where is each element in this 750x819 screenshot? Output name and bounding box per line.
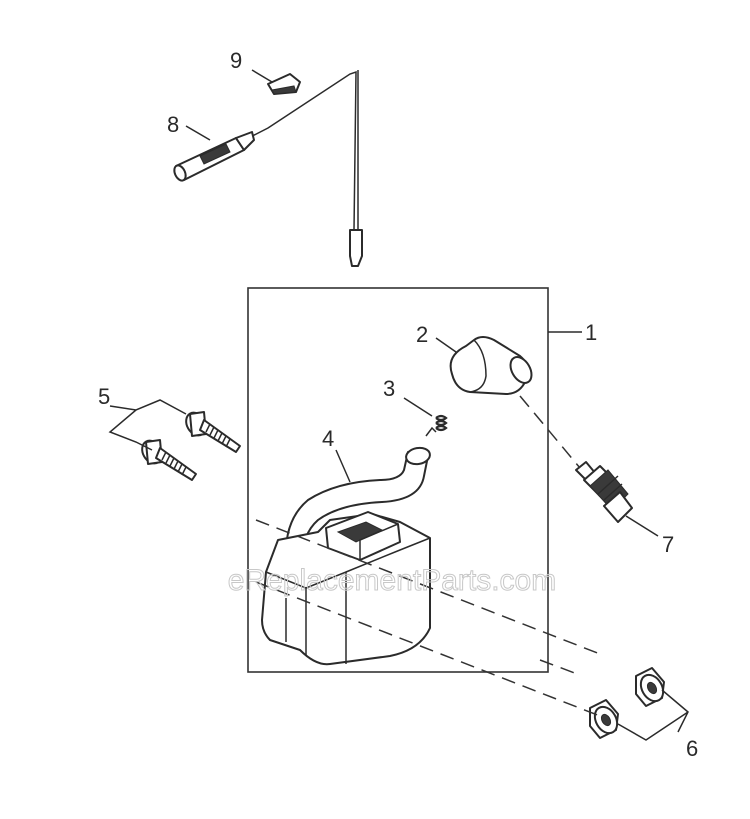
spark-plug-cap <box>449 336 533 395</box>
callout-6: 6 <box>686 736 698 761</box>
wire-sleeve <box>173 131 255 182</box>
watermark: eReplacementParts.com <box>228 564 556 597</box>
alignment-line-plug <box>519 395 581 469</box>
callout-7: 7 <box>662 532 674 557</box>
ignition-assembly-box <box>247 287 549 673</box>
callout-5: 5 <box>98 384 110 409</box>
mounting-bolt-upper <box>185 411 241 453</box>
spacer-lower <box>589 699 619 739</box>
leader-2 <box>435 337 457 353</box>
callout-3: 3 <box>383 376 395 401</box>
callout-4: 4 <box>322 426 334 451</box>
leader-8 <box>185 125 211 141</box>
leader-4 <box>335 449 351 483</box>
stop-wire-assembly <box>173 70 363 267</box>
mounting-bolt-lower <box>141 439 197 481</box>
leader-3 <box>403 397 433 417</box>
spring <box>425 414 448 437</box>
alignment-line-upper <box>255 519 601 655</box>
callout-8: 8 <box>167 112 179 137</box>
ignition-coil <box>261 446 431 666</box>
spark-plug <box>575 461 633 523</box>
callout-9: 9 <box>230 48 242 73</box>
leader-7 <box>625 515 659 537</box>
leader-5 <box>108 399 187 451</box>
callout-1: 1 <box>585 320 597 345</box>
leader-6 <box>617 689 689 741</box>
leader-9 <box>251 69 273 83</box>
callout-2: 2 <box>416 322 428 347</box>
wire-terminal <box>349 229 363 267</box>
alignment-line-lower <box>255 581 601 717</box>
spacer-upper <box>635 667 665 707</box>
